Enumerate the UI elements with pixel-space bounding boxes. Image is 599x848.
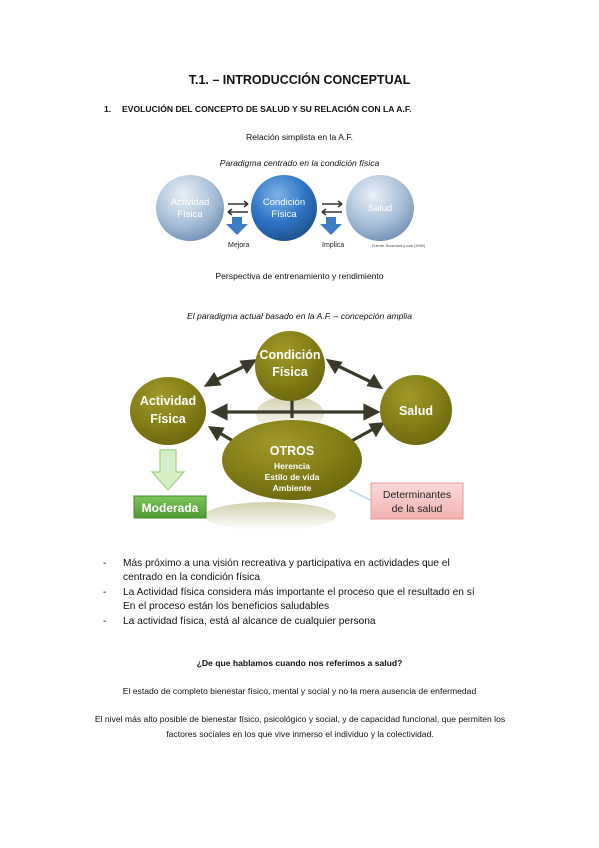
condicion-line1: Condición <box>259 348 320 362</box>
page-title: T.1. – INTRODUCCIÓN CONCEPTUAL <box>188 73 411 87</box>
node-condicion-line2: Física <box>271 209 297 220</box>
section-heading-text: EVOLUCIÓN DEL CONCEPTO DE SALUD Y SU REL… <box>122 104 412 114</box>
determinantes-line2: de la salud <box>392 503 443 515</box>
down-arrow-mejora-icon <box>226 217 248 235</box>
node-actividad-fisica: Actividad Física <box>156 175 224 241</box>
moderada-label: Moderada <box>142 501 199 515</box>
node-salud-olive: Salud <box>380 375 452 445</box>
green-down-arrow-icon <box>150 449 186 491</box>
simple-relation-caption: Relación simplista en la A.F. <box>246 132 353 142</box>
double-arrow-1 <box>227 200 249 216</box>
bullet-3-line-1: La actividad física, está al alcance de … <box>123 615 376 627</box>
label-implica: Implica <box>322 242 344 249</box>
node-condicion-line1: Condición <box>263 197 305 208</box>
bullet-item: - La actividad física, está al alcance d… <box>103 615 523 629</box>
label-mejora: Mejora <box>228 242 250 249</box>
question: ¿De que hablamos cuando nos referimos a … <box>196 658 403 668</box>
otros-item-estilo: Estilo de vida <box>265 472 320 482</box>
actividad-line2: Física <box>150 412 186 426</box>
paradigm-caption: Paradigma centrado en la condición físic… <box>219 158 380 168</box>
bullet-item: - Más próximo a una visión recreativa y … <box>103 557 523 586</box>
node-actividad-line2: Física <box>177 209 203 220</box>
bullet-1-line-1: Más próximo a una visión recreativa y pa… <box>123 558 450 569</box>
perspective-caption: Perspectiva de entrenamiento y rendimien… <box>215 271 384 281</box>
bullet-1-line-2: centrado en la condición física <box>123 572 261 584</box>
actividad-line1: Actividad <box>140 394 196 408</box>
down-arrow-implica-icon <box>320 217 342 235</box>
bullet-2-line-1: La Actividad física considera más import… <box>123 586 475 598</box>
node-actividad-fisica-olive: Actividad Física <box>130 377 206 445</box>
bullet-2-line-2: En el proceso están los beneficios salud… <box>123 601 330 613</box>
determinantes-connector <box>349 489 371 501</box>
condicion-line2: Física <box>272 365 308 379</box>
bullet-list: - Más próximo a una visión recreativa y … <box>103 557 523 629</box>
node-salud-label: Salud <box>368 203 392 214</box>
section-heading: 1. EVOLUCIÓN DEL CONCEPTO DE SALUD Y SU R… <box>104 104 412 114</box>
double-arrow-2 <box>321 200 343 216</box>
determinantes-box: Determinantes de la salud <box>370 482 464 520</box>
node-salud: Salud <box>346 175 414 241</box>
current-paradigm-caption: El paradigma actual basado en la A.F. – … <box>186 311 412 321</box>
definition-1: El estado de completo bienestar físico, … <box>122 686 477 696</box>
node-otros: OTROS Herencia Estilo de vida Ambiente <box>222 420 362 500</box>
otros-item-ambiente: Ambiente <box>273 483 312 493</box>
node-condicion-fisica: Condición Física <box>251 175 317 241</box>
otros-reflection <box>204 502 336 530</box>
otros-title: OTROS <box>270 444 314 458</box>
otros-item-herencia: Herencia <box>274 461 310 471</box>
node-condicion-fisica-olive: Condición Física <box>255 331 325 401</box>
current-paradigm-diagram: Condición Física Actividad Física Salud … <box>130 331 464 530</box>
simple-relation-diagram: Actividad Física Condición Física Salud … <box>150 172 450 258</box>
section-number: 1. <box>104 104 112 114</box>
moderada-box: Moderada <box>133 495 207 519</box>
node-actividad-line1: Actividad <box>171 197 210 208</box>
source-note: Fuente: Bouchard y cols (1990) <box>372 244 426 248</box>
determinantes-line1: Determinantes <box>383 489 451 501</box>
definition-2: El nivel más alto posible de bienestar f… <box>94 714 506 739</box>
salud-label: Salud <box>399 404 433 418</box>
bullet-item: - La Actividad física considera más impo… <box>103 586 523 615</box>
